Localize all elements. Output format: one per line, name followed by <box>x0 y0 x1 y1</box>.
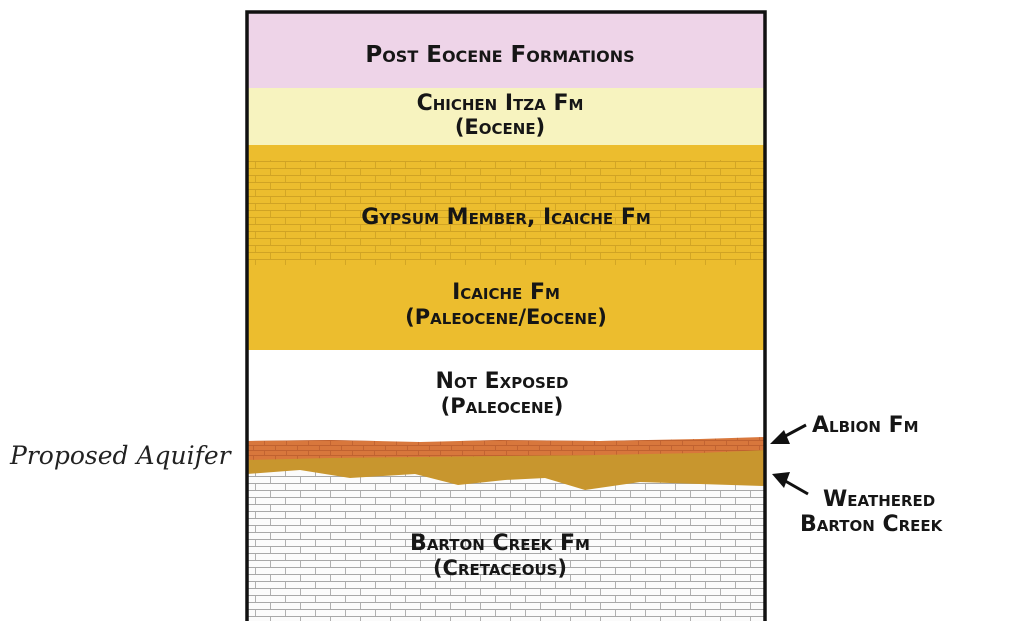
arrow-weathered <box>772 472 808 494</box>
label-post-eocene: Post Eocene Formations <box>365 42 634 68</box>
annotation-proposed-aquifer: Proposed Aquifer <box>9 441 233 470</box>
label-barton-creek-age: (Cretaceous) <box>433 556 567 580</box>
label-chichen-itza: Chichen Itza Fm <box>417 91 584 116</box>
label-icaiche-age: (Paleocene/Eocene) <box>405 305 607 329</box>
annotation-albion-fm: Albion Fm <box>812 413 919 438</box>
label-chichen-itza-age: (Eocene) <box>455 115 545 139</box>
label-icaiche: Icaiche Fm <box>452 280 560 305</box>
label-not-exposed-age: (Paleocene) <box>441 394 564 418</box>
label-not-exposed: Not Exposed <box>436 369 569 394</box>
label-gypsum-member: Gypsum Member, Icaiche Fm <box>361 205 651 230</box>
annotation-barton-creek: Barton Creek <box>800 512 944 537</box>
annotation-weathered: Weathered <box>823 487 935 512</box>
arrow-albion <box>770 425 806 444</box>
label-barton-creek: Barton Creek Fm <box>410 531 590 556</box>
